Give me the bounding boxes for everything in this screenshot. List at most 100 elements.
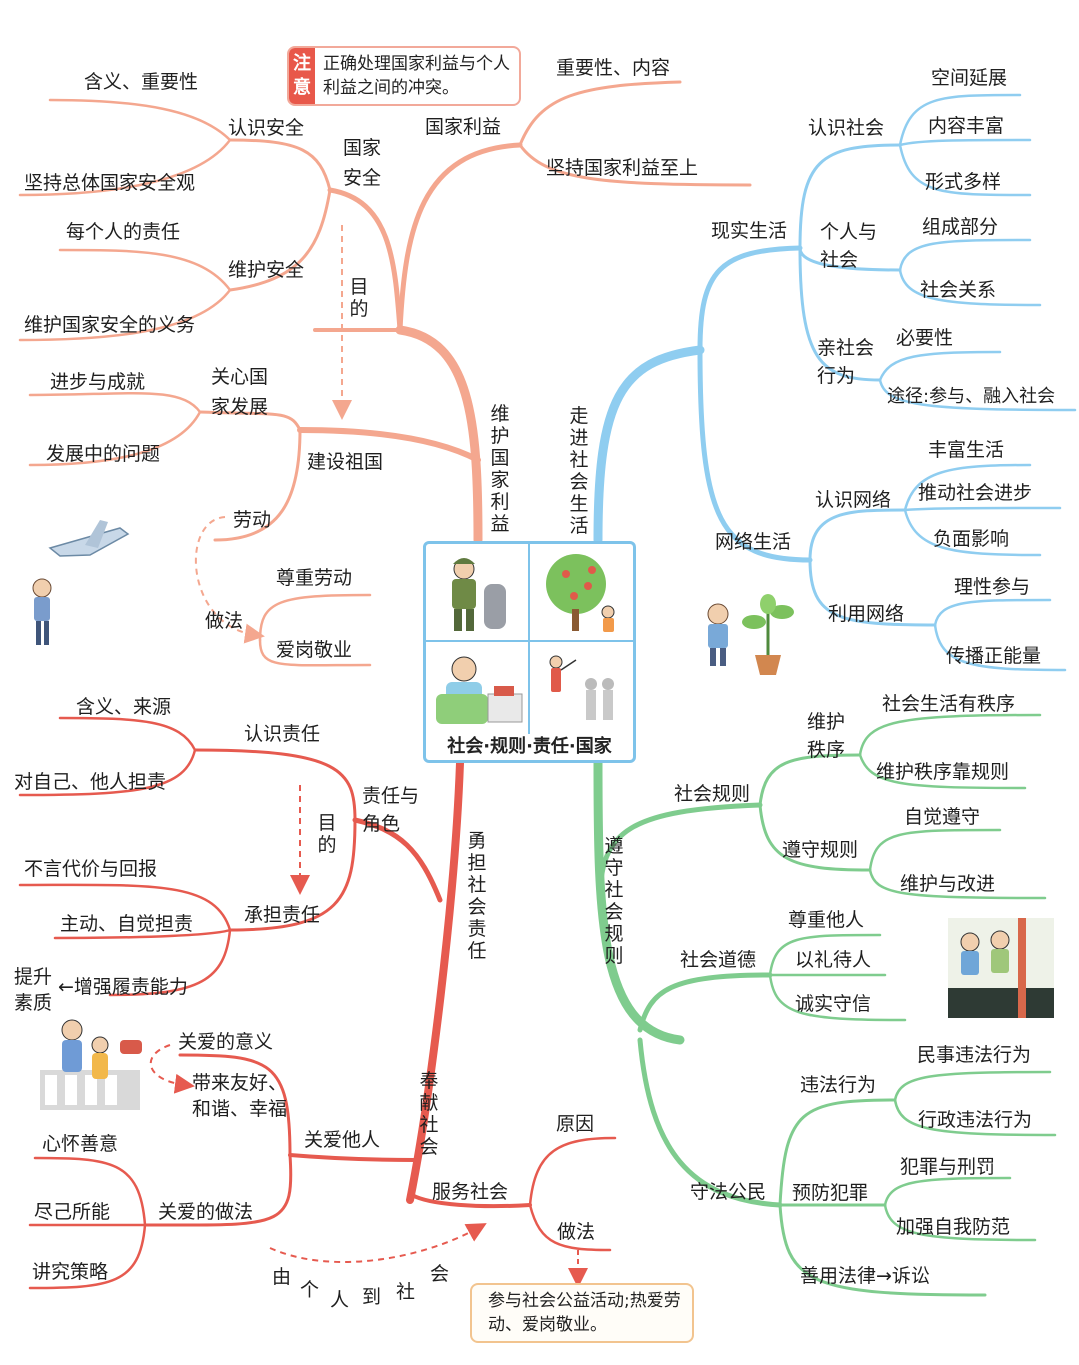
leaf-kongjian: 空间延展: [931, 67, 1008, 89]
node-guojia-anquan: 国家安全: [343, 137, 382, 189]
leaf-yuanyin: 原因: [556, 1113, 595, 1135]
tree-icon: [546, 554, 615, 632]
node-weifa: 违法行为: [800, 1074, 877, 1096]
leaf-kao-guize: 维护秩序靠规则: [876, 761, 1010, 783]
path-char-6: 会: [430, 1263, 450, 1285]
leaf-yiyi: 关爱的意义: [178, 1031, 274, 1053]
leaf-zhudong: 主动、自觉担责: [60, 913, 194, 935]
node-renshi-anquan: 认识安全: [228, 117, 305, 139]
path-char-4: 到: [362, 1286, 382, 1308]
leaf-youzhixu: 社会生活有秩序: [882, 693, 1016, 715]
leaf-xingzheng: 行政违法行为: [918, 1109, 1033, 1131]
boy-desk-icon: [436, 656, 523, 724]
leaf-jinbu: 进步与成就: [50, 371, 146, 393]
leaf-celue: 讲究策略: [32, 1261, 109, 1283]
leaf-fumian: 负面影响: [933, 528, 1010, 550]
leaf-wenti: 发展中的问题: [46, 443, 161, 465]
branch-weihu-title: 维护国家利益: [490, 403, 510, 535]
trunk-zoujin: [593, 345, 705, 545]
branch-guize-title: 遵守社会规则: [604, 835, 624, 967]
leaf-hanyi-laiyuan: 含义、来源: [76, 696, 172, 718]
leaf-yiwu: 维护国家安全的义务: [24, 314, 196, 336]
leaf-hanyi-zhongyao: 含义、重要性: [84, 71, 199, 93]
leaf-zijue: 自觉遵守: [904, 806, 981, 828]
soldier-icon: [452, 558, 506, 631]
leaf-geren-zeren: 每个人的责任: [66, 221, 181, 243]
leaf-fanzui: 犯罪与刑罚: [900, 1156, 996, 1178]
leaf-aigang: 爱岗敬业: [276, 639, 353, 661]
illustration-plane-boy: [32, 520, 130, 645]
node-daode: 社会道德: [680, 949, 757, 971]
leaf-zuofa-fuwu: 做法: [557, 1221, 596, 1243]
leaf-guanxi: 社会关系: [920, 279, 997, 301]
node-laodong: 劳动: [233, 509, 272, 531]
branch-zoujin-title: 走进社会生活: [569, 405, 589, 537]
node-fuwu: 服务社会: [432, 1181, 509, 1203]
leaf-lixing: 理性参与: [954, 576, 1031, 598]
node-shoufa: 守法公民: [690, 1181, 767, 1203]
path-char-3: 人: [330, 1289, 350, 1311]
illustration-playground: [948, 918, 1054, 1018]
branch-weihu-lines: [18, 80, 752, 667]
illustration-boy-plant: [707, 594, 794, 675]
fuwu-result-box: 参与社会公益活动;热爱劳动、爱岗敬业。: [470, 1283, 694, 1343]
leaf-xingshi: 形式多样: [925, 171, 1002, 193]
node-zunshou: 遵守规则: [782, 839, 859, 861]
label-mudi-zeren: 目的: [317, 812, 337, 856]
branch-zeren-lines: [18, 716, 617, 1290]
branch-guize-lines: [593, 713, 1057, 1297]
path-char-1: 由: [272, 1266, 292, 1288]
note-tag: 注意: [289, 48, 315, 104]
node-renshi-wangluo: 认识网络: [815, 489, 892, 511]
note-box: 注意 正确处理国家利益与个人利益之间的冲突。: [287, 46, 521, 106]
trunk-guize: [593, 758, 685, 1045]
leaf-tuidong: 推动社会进步: [918, 482, 1033, 504]
leaf-zunzhong-laodong: 尊重劳动: [276, 567, 353, 589]
leaf-chengxin: 诚实守信: [795, 993, 872, 1015]
leaf-biyao: 必要性: [896, 327, 954, 349]
node-geren-shehui: 个人与社会: [820, 221, 878, 271]
node-xianshi: 现实生活: [711, 220, 788, 242]
label-mudi-weihu: 目的: [349, 276, 369, 320]
leaf-gaijin: 维护与改进: [900, 873, 996, 895]
path-char-5: 社: [396, 1281, 416, 1303]
leaf-dan-ze: 对自己、他人担责: [14, 771, 167, 793]
node-qin-shehui: 亲社会行为: [817, 337, 875, 387]
node-guanai: 关爱他人: [304, 1129, 381, 1151]
leaf-dailai: 带来友好、和谐、幸福: [192, 1072, 288, 1120]
node-guanai-zuofa: 关爱的做法: [158, 1201, 254, 1223]
arrow-yiyi-dailai: [149, 1044, 195, 1094]
node-weihu-anquan: 维护安全: [228, 259, 305, 281]
node-guanxin: 关心国家发展: [211, 366, 269, 418]
crossing-icon: [549, 655, 614, 720]
branch-zoujin-lines: [593, 93, 1077, 672]
branch-zeren-title: 勇担社会责任: [467, 830, 487, 962]
path-char-2: 个: [300, 1279, 320, 1301]
leaf-zhongyao-neirong: 重要性、内容: [556, 57, 671, 79]
leaf-bu-yan: 不言代价与回报: [24, 858, 158, 880]
leaf-chuanbo: 传播正能量: [946, 645, 1042, 667]
arrow-laodong-zuofa: [194, 516, 265, 644]
leaf-fangfan: 加强自我防范: [896, 1216, 1011, 1238]
leaf-minshi: 民事违法行为: [917, 1044, 1032, 1066]
node-chengdan: 承担责任: [244, 904, 321, 926]
leaf-zucheng: 组成部分: [922, 216, 999, 238]
node-liyong: 利用网络: [828, 603, 905, 625]
node-yufang: 预防犯罪: [792, 1182, 869, 1204]
node-guojia-liyi: 国家利益: [425, 116, 502, 138]
node-weihu-zhixu: 维护秩序: [807, 711, 846, 761]
leaf-neirong: 内容丰富: [928, 115, 1005, 137]
leaf-shanyi: 心怀善意: [42, 1133, 119, 1155]
trunk-zeren: [406, 759, 464, 1204]
node-zuofa-laodong: 做法: [205, 610, 244, 632]
arrow-geren-shehui: [269, 1223, 487, 1263]
node-shehui-guize: 社会规则: [674, 783, 751, 805]
node-fengxian: 奉献社会: [419, 1070, 439, 1158]
center-illustrations: [426, 544, 633, 734]
node-renshi-shehui: 认识社会: [808, 117, 885, 139]
leaf-tujing: 途径:参与、融入社会: [887, 386, 1056, 407]
leaf-zunzhong: 尊重他人: [788, 909, 865, 931]
leaf-fengfu: 丰富生活: [928, 439, 1005, 461]
center-title: 社会·规则·责任·国家: [447, 736, 612, 757]
